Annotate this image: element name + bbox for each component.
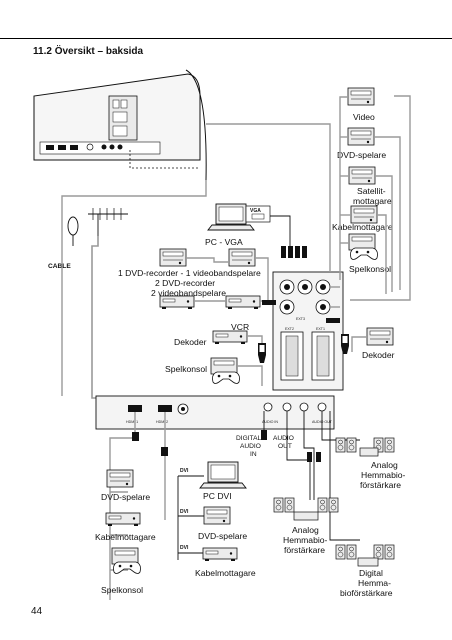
- rear-panel-av: EXT3 EXT2 EXT1: [272, 271, 344, 391]
- hdmi-plug-icon: [132, 432, 139, 441]
- header-rule: [0, 38, 452, 39]
- pc-dvi-laptop-icon: [199, 461, 247, 489]
- dvd-player-device-icon: [347, 127, 375, 146]
- audio-out-label-1: AUDIO: [273, 435, 294, 442]
- dvi-cables: [177, 475, 204, 560]
- audio-in-label: AUDIO IN: [262, 420, 278, 424]
- analog-hc-amp-2-icon: [273, 497, 339, 521]
- vga-label: VGA: [250, 208, 261, 214]
- video-recorder-icon: [228, 248, 256, 267]
- dvi-label-1: DVI: [180, 468, 189, 474]
- analog-hc1-label-2: Hemmabio-: [361, 470, 406, 480]
- decoder-left-device-icon: [212, 330, 248, 345]
- cable-receiver-right-device-icon: [350, 205, 378, 224]
- tv-zoom-lead: [129, 150, 200, 169]
- satellite-label-1: Satellit-: [357, 186, 386, 196]
- tv-rear-outline: [33, 69, 207, 181]
- vcr-label: VCR: [231, 322, 249, 332]
- pc-dvi-label: PC DVI: [203, 491, 232, 501]
- hdmi1-label: HDMI 1: [126, 420, 138, 424]
- analog-hc2-label-3: förstärkare: [284, 545, 325, 555]
- analog-hc2-label-2: Hemmabio-: [283, 535, 328, 545]
- audio-cables: [263, 411, 360, 541]
- analog-hc2-label-1: Analog: [292, 525, 319, 535]
- top-feed-cable: [206, 123, 331, 272]
- cable-receiver-dvi-device-icon: [202, 547, 238, 562]
- vga-cable: [270, 215, 291, 246]
- decoder-right-device-icon: [366, 327, 394, 346]
- svideo-plug-icon: [262, 300, 276, 305]
- antenna-icon: [88, 208, 128, 236]
- component-plugs-icon: [281, 246, 307, 258]
- dvd-player-dvi-device-icon: [203, 506, 231, 525]
- ext3-label: EXT3: [296, 317, 305, 321]
- decoder-left-label: Dekoder: [174, 337, 207, 347]
- right-device-cables: [330, 95, 411, 352]
- rear-panel-hdmi: HDMI 1 HDMI 2 AUDIO IN AUDIO OUT: [95, 395, 335, 430]
- scart-plug-left-icon: [258, 343, 266, 363]
- side-feed-cable: [61, 180, 207, 396]
- dvi-label-3: DVI: [180, 545, 189, 551]
- section-title: 11.2 Översikt – baksida: [33, 46, 144, 57]
- analog-hc1-label-1: Analog: [371, 460, 398, 470]
- digital-audio-label-2: AUDIO: [240, 443, 261, 450]
- game-console-left-label: Spelkonsol: [165, 364, 207, 374]
- dvd-player-bottom-device-icon: [106, 469, 134, 488]
- game-console-bottom-label: Spelkonsol: [101, 585, 143, 595]
- game-console-right-label: Spelkonsol: [349, 264, 391, 274]
- dvi-label-2: DVI: [180, 509, 189, 515]
- decoder-right-label: Dekoder: [362, 350, 395, 360]
- hdmi2-label: HDMI 2: [156, 420, 168, 424]
- recorder-label-2: 2 DVD-recorder: [155, 278, 215, 288]
- analog-hc1-label-3: förstärkare: [360, 480, 401, 490]
- digital-hc-label-1: Digital: [359, 568, 383, 578]
- dvd-player-bottom-label: DVD-spelare: [101, 492, 150, 502]
- satellite-label-2: mottagare: [353, 196, 392, 206]
- recorder-label-3: 2 videobandspelare: [151, 288, 226, 298]
- digital-audio-plug-icon: [261, 430, 267, 440]
- svideo-plug-right-icon: [326, 318, 340, 323]
- digital-hc-amp-icon: [335, 544, 395, 567]
- digital-audio-label-3: IN: [250, 451, 257, 458]
- satellite-dish-icon: [67, 216, 79, 246]
- ext2-label: EXT2: [285, 327, 294, 331]
- dvd-player-right-label: DVD-spelare: [337, 150, 386, 160]
- flat-recorder-icon: [159, 295, 195, 310]
- cable-receiver-right-label: Kabelmottagare: [332, 222, 393, 232]
- digital-hc-label-3: bioförstärkare: [340, 588, 393, 598]
- cable-receiver-bottom-label: Kabelmottagare: [95, 532, 156, 542]
- ext1-label: EXT1: [316, 327, 325, 331]
- dvd-player-dvi-label: DVD-spelare: [198, 531, 247, 541]
- cable-receiver-dvi-label: Kabelmottagare: [195, 568, 256, 578]
- video-device-icon: [347, 87, 375, 106]
- game-console-left-device-icon: [210, 357, 240, 384]
- digital-audio-label-1: DIGITAL: [236, 435, 261, 442]
- game-console-right-device-icon: [348, 233, 378, 260]
- recorder-label-1: 1 DVD-recorder - 1 videobandspelare: [118, 268, 261, 278]
- hdmi-dvi-plug-icon: [161, 447, 168, 456]
- dvd-recorder-icon: [159, 248, 187, 267]
- page-number: 44: [31, 606, 43, 617]
- pc-vga-label: PC - VGA: [205, 237, 243, 247]
- digital-hc-label-2: Hemma-: [358, 578, 391, 588]
- vcr-device-icon: [225, 295, 261, 310]
- video-label: Video: [353, 112, 375, 122]
- satellite-receiver-device-icon: [348, 166, 376, 185]
- analog-hc-amp-1-icon: [335, 437, 395, 457]
- cable-label: CABLE: [48, 263, 71, 270]
- audio-out-label-2: OUT: [278, 443, 292, 450]
- cable-receiver-bottom-device-icon: [105, 512, 141, 527]
